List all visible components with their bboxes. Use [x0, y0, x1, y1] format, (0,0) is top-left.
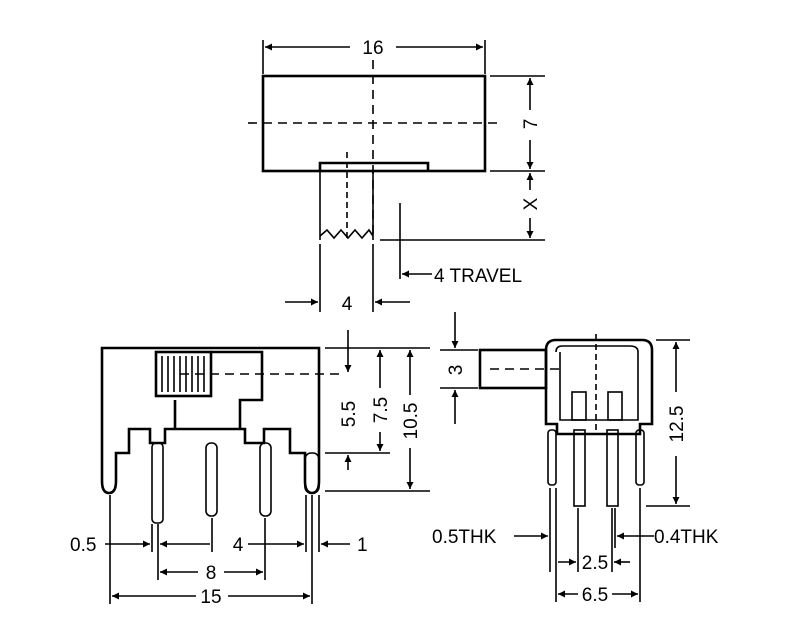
- top-knob: [318, 161, 430, 171]
- side-pin-1: [573, 429, 586, 507]
- dim-top-x: X: [521, 197, 542, 210]
- front-pin-3: [259, 442, 272, 517]
- dim-pin-thickness: 0.5: [70, 535, 96, 556]
- dim-travel: 4 TRAVEL: [434, 266, 522, 287]
- dim-side-thk-left: 0.5THK: [432, 527, 497, 548]
- front-pin-1: [151, 442, 164, 524]
- dim-side-width: 6.5: [582, 585, 608, 606]
- dim-pin-span: 8: [206, 563, 217, 584]
- dim-front-mid: 7.5: [371, 397, 392, 423]
- side-body: [544, 338, 654, 436]
- dim-side-thk-right: 0.4THK: [654, 527, 719, 548]
- side-leg-left: [547, 429, 557, 486]
- front-view: 5.5 7.5 10.5 0.5 4 1 8 15: [70, 330, 430, 608]
- dim-side-pitch: 2.5: [582, 553, 608, 574]
- side-leg-right: [635, 429, 645, 486]
- side-pin-2: [606, 429, 619, 507]
- top-view: 16 7 X 4 TRAVEL 4: [248, 38, 545, 315]
- front-pin-2: [205, 442, 218, 517]
- dim-side-knob: 3: [446, 365, 467, 376]
- dim-front-knob-offset: 5.5: [339, 401, 360, 427]
- front-side-leg: [304, 452, 320, 494]
- dim-top-width: 16: [362, 38, 383, 59]
- dim-pin-pitch: 4: [233, 535, 244, 556]
- dim-body-width: 15: [200, 587, 221, 608]
- dim-side-height: 12.5: [667, 406, 688, 443]
- side-view: 3 12.5 0.5THK 0.4THK 2.5 6.5: [432, 312, 719, 606]
- dim-top-height: 7: [521, 119, 542, 130]
- dim-front-total: 10.5: [401, 403, 422, 440]
- dim-knob-width: 4: [342, 294, 353, 315]
- dim-side-gap: 1: [357, 535, 368, 556]
